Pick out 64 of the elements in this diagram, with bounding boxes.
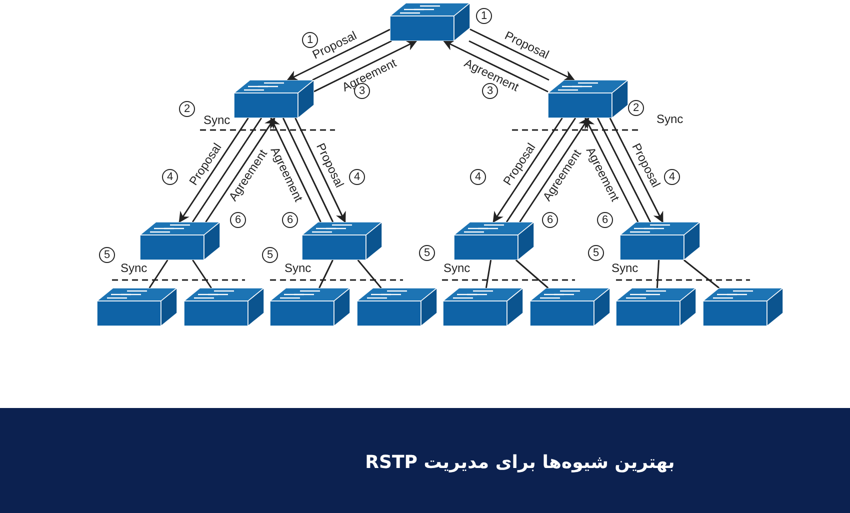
network-switch-icon: [140, 222, 220, 260]
title: بهترین شیوه‌ها برای مدیریت RSTP: [364, 452, 676, 473]
step-number: 4: [664, 169, 680, 185]
network-switch-icon: [234, 80, 314, 118]
message-arrow: [178, 118, 249, 223]
network-switch-icon: [443, 288, 523, 326]
network-switch-icon: [390, 3, 470, 41]
sync-label: Sync: [444, 262, 470, 275]
step-number: 2: [179, 101, 195, 117]
network-switch-icon: [270, 288, 350, 326]
message-arrow: [314, 40, 418, 92]
network-switch-icon: [620, 222, 700, 260]
link-line: [192, 260, 212, 288]
link-line: [656, 260, 660, 288]
step-number: 4: [162, 169, 178, 185]
link-line: [357, 260, 382, 288]
step-number: 5: [419, 245, 435, 261]
link-line: [468, 40, 550, 81]
network-switch-icon: [703, 288, 783, 326]
step-number: 6: [282, 212, 298, 228]
sync-label: Sync: [612, 262, 638, 275]
link-line: [506, 118, 576, 222]
message-arrow: [470, 28, 576, 81]
step-number: 5: [262, 247, 278, 263]
step-number: 5: [588, 245, 604, 261]
network-switch-icon: [454, 222, 534, 260]
step-number: 5: [99, 247, 115, 263]
step-number: 6: [230, 212, 246, 228]
step-number: 6: [597, 212, 613, 228]
step-number: 4: [470, 169, 486, 185]
sync-label: Sync: [204, 114, 230, 127]
step-number: 6: [542, 212, 558, 228]
step-number: 4: [349, 169, 365, 185]
step-number: 2: [628, 100, 644, 116]
message-arrow: [270, 117, 322, 222]
message-arrow: [442, 40, 548, 92]
network-switch-icon: [184, 288, 264, 326]
message-arrow: [492, 118, 563, 223]
message-arrow: [205, 117, 276, 222]
message-arrow: [609, 118, 664, 223]
message-arrow: [584, 117, 639, 222]
network-switch-icon: [302, 222, 382, 260]
network-switch-icon: [548, 80, 628, 118]
sync-label: Sync: [284, 262, 312, 275]
network-switch-icon: [616, 288, 696, 326]
link-line: [318, 260, 334, 288]
sync-label: Sync: [120, 262, 148, 275]
link-line: [683, 259, 720, 289]
link-line: [596, 118, 652, 222]
link-line: [192, 118, 262, 222]
link-line: [485, 260, 492, 288]
message-arrow: [519, 117, 590, 222]
message-arrow: [286, 28, 390, 81]
network-switch-icon: [97, 288, 177, 326]
network-switch-icon: [530, 288, 610, 326]
link-line: [515, 259, 549, 289]
step-number: 1: [476, 8, 492, 24]
link-line: [312, 40, 392, 81]
step-number: 1: [302, 32, 318, 48]
link-line: [148, 260, 168, 288]
network-switch-icon: [357, 288, 437, 326]
sync-label: Sync: [656, 113, 684, 126]
link-line: [282, 118, 334, 222]
message-arrow: [294, 118, 346, 223]
